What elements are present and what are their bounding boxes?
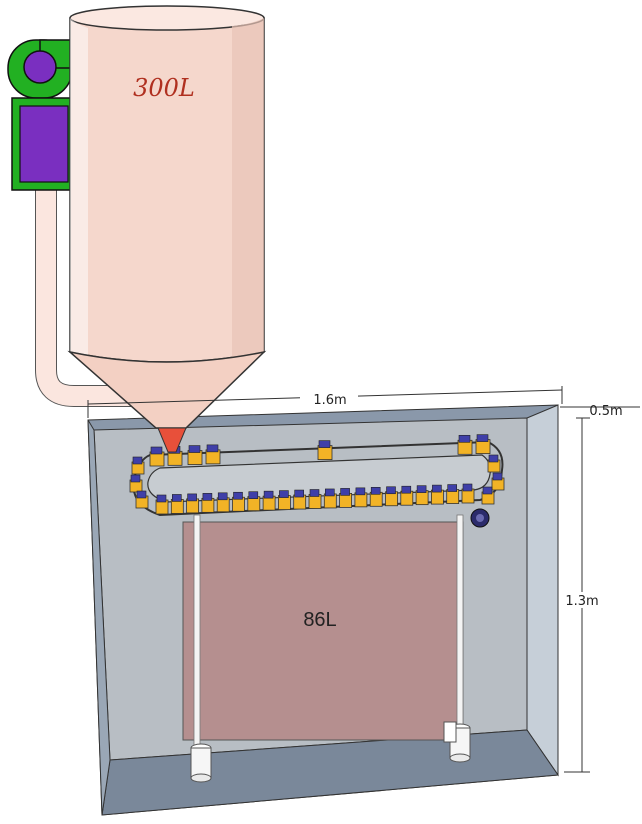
conveyor-bucket xyxy=(205,444,221,465)
conveyor-bucket xyxy=(277,490,291,511)
conveyor-bucket xyxy=(135,490,149,509)
conveyor-bucket xyxy=(400,485,414,506)
conveyor-bucket xyxy=(293,489,307,510)
conveyor-bucket xyxy=(385,486,398,507)
conveyor-bucket xyxy=(149,446,165,467)
silo-icon: 300L xyxy=(67,5,267,453)
conveyor-bucket xyxy=(186,493,200,514)
conveyor-bucket xyxy=(461,483,475,504)
conveyor-bucket xyxy=(232,491,245,512)
blower-icon xyxy=(7,39,77,191)
conveyor-bucket xyxy=(187,445,203,465)
conveyor-bucket xyxy=(201,493,215,513)
conveyor-bucket xyxy=(430,484,444,505)
conveyor-bucket xyxy=(262,490,276,511)
conveyor-bucket xyxy=(457,434,473,455)
tank-legs xyxy=(190,514,471,783)
conveyor-bucket xyxy=(487,454,501,473)
conveyor-bucket xyxy=(170,494,184,514)
conveyor-bucket xyxy=(308,489,322,509)
conveyor-buckets xyxy=(129,434,505,515)
conveyor-bucket xyxy=(317,440,333,461)
conveyor-bucket xyxy=(475,434,491,455)
dim-height-label: 1.3m xyxy=(565,594,598,609)
tank: 86L xyxy=(182,521,464,741)
tank-capacity-label: 86L xyxy=(303,609,336,631)
conveyor-bucket xyxy=(354,487,368,508)
feed-pipe xyxy=(35,190,134,407)
dimension-depth: 0.5m xyxy=(560,404,640,419)
conveyor-bucket xyxy=(339,488,353,508)
dim-depth-label: 0.5m xyxy=(589,404,622,419)
conveyor-bucket xyxy=(155,494,169,515)
conveyor-bucket xyxy=(129,474,143,493)
conveyor-bucket xyxy=(481,486,495,505)
conveyor-bucket xyxy=(446,484,460,504)
conveyor-bucket xyxy=(131,456,145,475)
conveyor-bucket xyxy=(323,488,337,509)
conveyor-bucket xyxy=(247,491,261,512)
conveyor-bucket xyxy=(415,485,429,506)
dimension-length: 1.6m xyxy=(87,386,563,418)
dimension-height: 1.3m xyxy=(562,417,602,773)
drive-motor xyxy=(470,508,490,528)
conveyor-bucket xyxy=(216,492,230,513)
dim-length-label: 1.6m xyxy=(313,393,346,408)
conveyor-bucket xyxy=(369,486,383,507)
conveyor-bucket xyxy=(491,472,505,491)
silo-capacity-label: 300L xyxy=(133,74,195,102)
